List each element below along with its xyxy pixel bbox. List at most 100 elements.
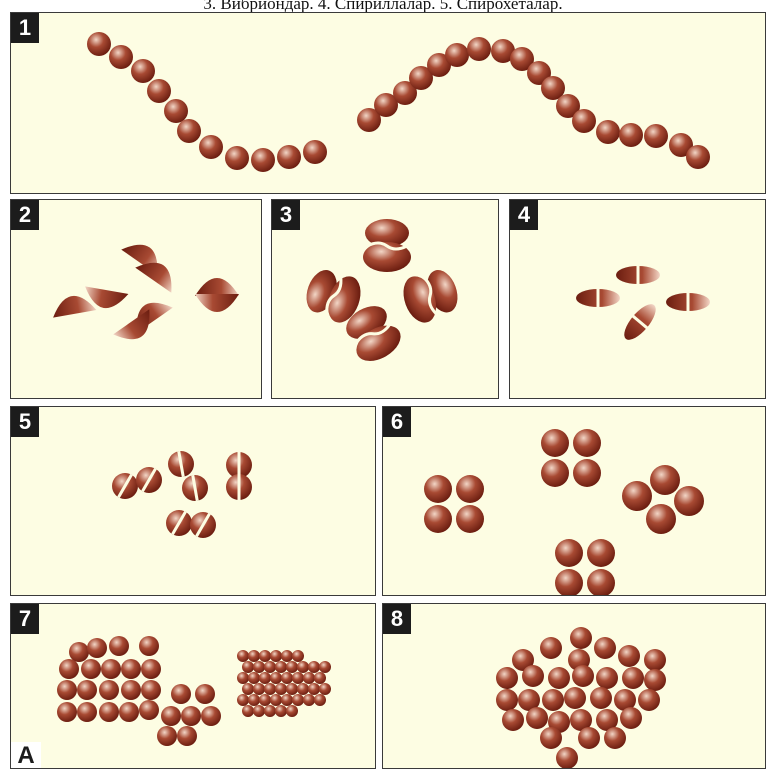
dividing-coccus [168,451,194,477]
dividing-coccus [136,467,162,493]
streptococci-chains [11,13,766,194]
sarcina-coccus [286,661,298,673]
tetrad-coccus [674,486,704,516]
sarcina-coccus [303,694,315,706]
sarcina-coccus [77,680,97,700]
dividing-cocci [11,407,376,596]
sarcina-coccus [237,650,249,662]
panel-6: 6 [382,406,766,596]
sarcina-coccus [81,659,101,679]
sarcina-packets [11,604,376,769]
sarcina-coccus [259,672,271,684]
chain-coccus [277,145,301,169]
bean-pair [363,219,411,272]
staph-coccus [502,709,524,731]
lancet-cell [50,292,96,317]
chain-coccus [131,59,155,83]
panel-2: 2 [10,199,262,399]
sarcina-coccus [259,694,271,706]
chain-coccus [225,146,249,170]
sarcina-coccus [314,694,326,706]
sarcina-coccus [264,683,276,695]
sarcina-coccus [242,661,254,673]
sarcina-coccus [308,661,320,673]
chain-coccus [686,145,710,169]
tetrad-coccus [541,429,569,457]
sarcina-coccus [121,659,141,679]
staph-coccus [604,727,626,749]
chain-coccus [109,45,133,69]
chain-coccus [303,140,327,164]
chain-coccus [572,109,596,133]
staph-coccus [644,669,666,691]
sarcina-coccus [195,684,215,704]
sarcina-coccus [248,694,260,706]
sarcina-coccus [177,726,197,746]
staph-coccus [638,689,660,711]
staph-coccus [526,707,548,729]
sarcina-coccus [319,661,331,673]
oval-pair [616,265,660,285]
sarcina-coccus [121,680,141,700]
dividing-coccus [166,510,192,536]
staph-coccus [594,637,616,659]
panel-1: 1 [10,12,766,194]
sarcina-coccus [99,702,119,722]
oval-pair [576,288,620,308]
sarcina-coccus [264,705,276,717]
dividing-coccus [112,473,138,499]
sarcina-coccus [87,638,107,658]
tetrad-coccus [424,505,452,533]
panel-8: 8 [382,603,766,769]
oval-pair [618,299,662,346]
sarcina-coccus [270,694,282,706]
tetrad-coccus [650,465,680,495]
staph-coccus [542,689,564,711]
staph-coccus [578,727,600,749]
sarcina-coccus [253,705,265,717]
sarcina-coccus [281,694,293,706]
oval-pair [666,292,710,312]
sarcina-coccus [248,650,260,662]
tetrad-coccus [573,459,601,487]
chain-coccus [619,123,643,147]
sarcina-coccus [181,706,201,726]
sarcina-coccus [109,636,129,656]
sarcina-coccus [319,683,331,695]
oval-diplococci [510,200,766,399]
corner-label: A [11,742,41,768]
sarcina-coccus [253,683,265,695]
sarcina-coccus [201,706,221,726]
chain-coccus [147,79,171,103]
sarcina-coccus [270,650,282,662]
sarcina-coccus [57,702,77,722]
sarcina-coccus [141,659,161,679]
staph-coccus [590,687,612,709]
sarcina-coccus [242,705,254,717]
sarcina-coccus [77,702,97,722]
bean-pair [397,264,463,327]
dividing-coccus [182,475,208,501]
sarcina-coccus [237,694,249,706]
staph-coccus [548,667,570,689]
tetracocci [383,407,766,596]
sarcina-coccus [69,642,89,662]
sarcina-coccus [275,683,287,695]
sarcina-coccus [314,672,326,684]
sarcina-coccus [292,650,304,662]
tetrad-coccus [555,539,583,567]
bean-diplococci [272,200,499,399]
sarcina-coccus [171,684,191,704]
panel-7: 7 A [10,603,376,769]
tetrad-coccus [587,569,615,596]
sarcina-coccus [139,636,159,656]
tetrad-coccus [456,505,484,533]
staph-coccus [620,707,642,729]
sarcina-coccus [303,672,315,684]
staph-coccus [496,689,518,711]
sarcina-coccus [57,680,77,700]
chain-coccus [177,119,201,143]
panel-5: 5 [10,406,376,596]
dividing-coccus [226,474,252,500]
lancet-diplococci [11,200,262,399]
